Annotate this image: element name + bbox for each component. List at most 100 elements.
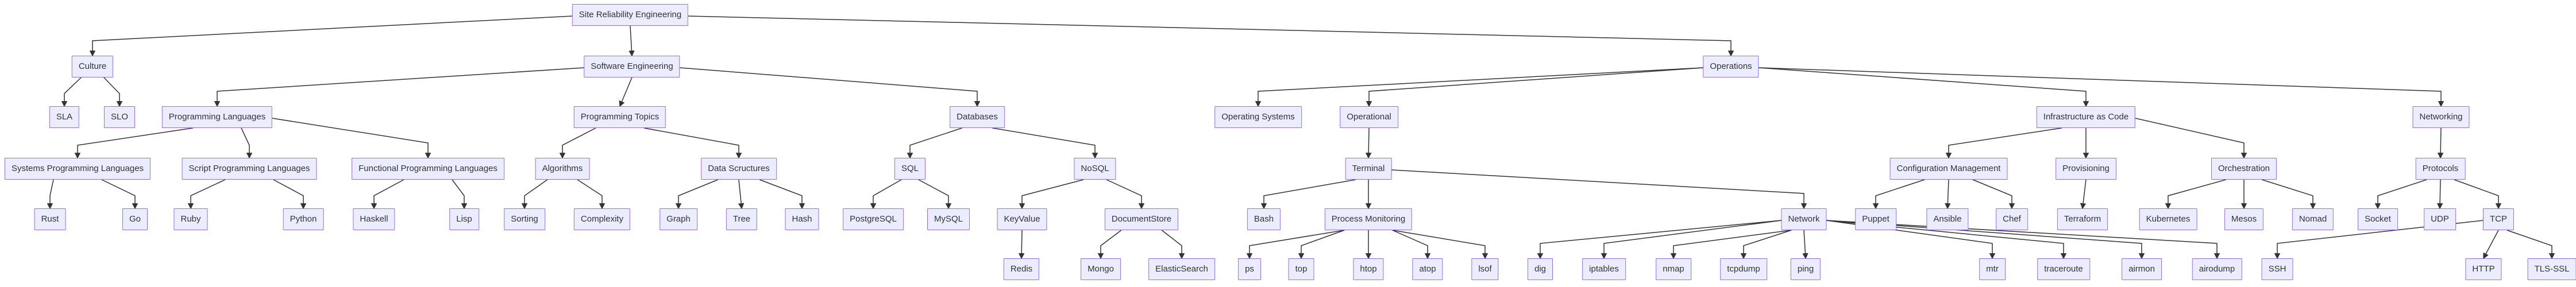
node-udp: UDP [2424,208,2456,230]
node-operating-systems: Operating Systems [1214,106,1302,128]
node-hash: Hash [785,208,819,230]
edge-configuration-management-ansible [1945,179,1951,210]
edge-culture-sla [61,77,82,107]
edge-network-iptables [1601,220,1781,259]
node-process-monitoring: Process Monitoring [1324,208,1413,230]
edge-data-scructures-tree [738,179,745,210]
node-algorithms: Algorithms [535,158,590,180]
edge-algorithms-complexity [577,179,606,210]
node-graph: Graph [660,208,697,230]
node-htop: htop [1353,258,1384,280]
node-rust: Rust [34,208,66,230]
edge-documentstore-elasticsearch [1161,230,1185,259]
edge-infrastructure-as-code-orchestration [2135,118,2247,159]
edge-tcp-ssh [2274,220,2484,259]
edge-terminal-bash [1260,179,1356,210]
node-terminal: Terminal [1345,158,1392,180]
edge-tcp-http [2483,230,2499,259]
edge-algorithms-sorting [521,179,548,210]
edge-process-monitoring-ps [1246,230,1345,259]
edge-protocols-socket [2374,179,2427,210]
node-ps: ps [1238,258,1261,280]
edge-process-monitoring-top [1298,230,1345,259]
node-kubernetes: Kubernetes [2139,208,2197,230]
node-tls-ssl: TLS-SSL [2527,258,2576,280]
node-haskell: Haskell [353,208,395,230]
edge-nosql-keyvalue [1019,179,1084,210]
node-orchestration: Orchestration [2211,158,2277,180]
node-programming-topics: Programming Topics [573,106,666,128]
edge-systems-programming-languages-rust [47,179,54,210]
edge-programming-languages-systems-programming-languages [74,127,194,159]
edge-sre-culture [89,15,573,57]
node-protocols: Protocols [2415,158,2466,180]
edge-software-engineering-programming-languages [214,67,584,107]
node-infrastructure-as-code: Infrastructure as Code [2036,106,2136,128]
node-databases: Databases [950,106,1005,128]
node-chef: Chef [1996,208,2028,230]
edge-configuration-management-chef [1972,179,2015,210]
edge-sre-operations [688,15,1734,57]
edge-sre-software-engineering [628,25,635,57]
node-traceroute: traceroute [2037,258,2090,280]
edge-culture-slo [103,77,123,107]
edge-networking-protocols [2437,127,2444,159]
node-iptables: iptables [1582,258,1626,280]
node-nomad: Nomad [2292,208,2334,230]
node-configuration-management: Configuration Management [1889,158,2008,180]
edge-script-programming-languages-python [273,179,307,210]
node-software-engineering: Software Engineering [584,56,680,77]
edge-keyvalue-redis [1018,230,1025,259]
node-elasticsearch: ElasticSearch [1148,258,1215,280]
edge-protocols-tcp [2454,179,2502,210]
edge-sql-mysql [918,179,952,210]
edge-sql-postgresql [870,179,902,210]
node-tcpdump: tcpdump [1720,258,1767,280]
edge-infrastructure-as-code-configuration-management [1945,127,2062,159]
node-python: Python [283,208,324,230]
edge-orchestration-kubernetes [2165,179,2226,210]
node-terraform: Terraform [2057,208,2108,230]
node-keyvalue: KeyValue [997,208,1047,230]
node-nosql: NoSQL [1074,158,1116,180]
node-mesos: Mesos [2224,208,2264,230]
edge-orchestration-nomad [2262,179,2316,210]
edge-network-dig [1537,220,1781,259]
edge-network-tcpdump [1740,230,1792,259]
edge-nosql-documentstore [1106,179,1145,210]
edge-operations-operating-systems [1255,67,1703,107]
node-http: HTTP [2465,258,2502,280]
node-mtr: mtr [1979,258,2006,280]
node-ping: ping [1790,258,1821,280]
node-ssh: SSH [2261,258,2293,280]
node-mongo: Mongo [1081,258,1121,280]
edge-operations-operational [1366,67,1703,107]
node-programming-languages: Programming Languages [161,106,273,128]
node-culture: Culture [71,56,114,77]
node-nmap: nmap [1656,258,1691,280]
edge-databases-sql [907,127,962,159]
edge-software-engineering-programming-topics [619,77,633,107]
node-sql: SQL [894,158,926,180]
node-sre: Site Reliability Engineering [572,4,689,26]
edge-software-engineering-databases [680,67,981,107]
node-operational: Operational [1340,106,1398,128]
edge-process-monitoring-atop [1392,230,1431,259]
node-bash: Bash [1247,208,1281,230]
edge-network-nmap [1670,230,1792,259]
node-slo: SLO [103,106,136,128]
node-network: Network [1781,208,1827,230]
edge-script-programming-languages-ruby [187,179,226,210]
edge-functional-programming-languages-lisp [452,179,468,210]
edge-systems-programming-languages-go [101,179,138,210]
edge-process-monitoring-lsof [1392,230,1488,259]
node-dig: dig [1527,258,1553,280]
edge-operations-networking [1759,67,2444,107]
node-airodump: airodump [2192,258,2242,280]
node-airmon: airmon [2122,258,2162,280]
node-socket: Socket [2358,208,2398,230]
edge-data-scructures-graph [675,179,718,210]
node-redis: Redis [1003,258,1040,280]
node-go: Go [122,208,148,230]
